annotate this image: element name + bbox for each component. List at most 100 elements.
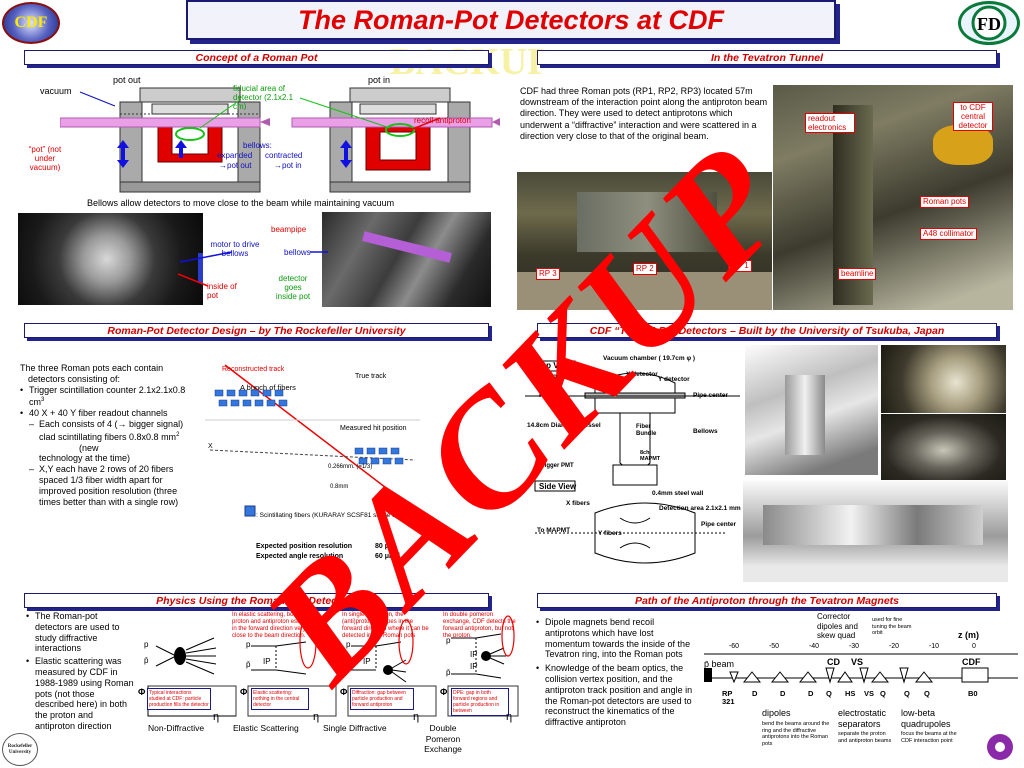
- diagram2-note: In elastic scattering, both the proton a…: [232, 612, 311, 639]
- pipe-center2-label: Pipe center: [701, 521, 737, 528]
- section-rockefeller-title: Roman-Pot Detector Design – by The Rocke…: [107, 324, 406, 337]
- diagram2-p: p: [246, 640, 251, 649]
- magnet-triangle: [729, 671, 739, 684]
- pbar-beam-label: p̄ beam: [704, 659, 735, 669]
- to-mapmt-label: To MAPMT: [537, 527, 571, 534]
- size2-label: 0.8mm: [330, 484, 349, 490]
- path-bullet-1: Dipole magnets bend recoil antiprotons w…: [536, 617, 698, 660]
- cdf-logo: CDF: [2, 2, 60, 44]
- y-detector-label: Y detector: [658, 376, 690, 383]
- magnet-label: RP 321: [722, 689, 735, 706]
- rockefeller-sub-2: X,Y each have 2 rows of 20 fibers spaced…: [29, 464, 195, 507]
- true-track-label: True track: [355, 373, 387, 380]
- crest-icon: [987, 734, 1013, 760]
- diagram4-note: In double pomeron exchange, CDF detects …: [443, 612, 516, 639]
- corrector-note: used for fine tuning the beam orbit: [872, 617, 912, 636]
- z-tick-label: -50: [769, 643, 779, 650]
- magnet-label: Q: [904, 689, 910, 698]
- z-tick-label: -20: [889, 643, 899, 650]
- diagram4-p: p: [446, 636, 451, 645]
- rp1-label: RP 1: [728, 260, 752, 272]
- rockefeller-bullet-1-sup: 3: [41, 397, 45, 404]
- magnet-label: D: [752, 689, 758, 698]
- rockefeller-sub-1-text: Each consists of 4 (→ bigger signal) cla…: [39, 418, 184, 442]
- expanded-label: expanded: [217, 151, 253, 160]
- concept-photo-arrows: [177, 251, 328, 287]
- diameter-label: 14.8cm Diameter Vessel: [527, 422, 601, 429]
- section-concept: Concept of a Roman Pot: [24, 50, 489, 65]
- dipoles-label: dipoles: [762, 708, 791, 718]
- rockefeller-bullet-2: 40 X + 40 Y fiber readout channels Each …: [20, 408, 195, 507]
- rockefeller-logo-text: Rockefeller University: [7, 743, 33, 755]
- z-tick-label: -60: [729, 643, 739, 650]
- section-path-title: Path of the Antiproton through the Tevat…: [634, 594, 900, 607]
- lowbeta-label: low-beta quadrupoles: [901, 708, 951, 729]
- rockefeller-bullet-2-text: 40 X + 40 Y fiber readout channels: [29, 408, 168, 419]
- caption-double-pomeron: Double Pomeron Exchange: [424, 723, 462, 754]
- eta-4: η: [506, 711, 513, 723]
- crest-logo: [982, 730, 1018, 764]
- rockefeller-bullet-1-text: Trigger scintillation counter 2.1x2.1x0.…: [29, 384, 186, 408]
- tokyo-photo-device: [745, 345, 878, 475]
- diagram3-p: p: [346, 640, 351, 649]
- magnet-label: D: [808, 689, 814, 698]
- mapmt-label: 8ch MAPMT: [640, 450, 661, 462]
- side-view-label: Side View: [539, 482, 577, 491]
- magnet-label: Q: [880, 689, 886, 698]
- vacuum-label: vacuum: [40, 86, 72, 96]
- caption-single-diffractive: Single Diffractive: [323, 723, 387, 733]
- fiber-bundle-label: Fiber Bundle: [636, 424, 657, 437]
- arrow-in-label: →pot in: [274, 161, 302, 170]
- magnet-label: D: [780, 689, 786, 698]
- diagram2-box-label: Elastic scattering: nothing in the centr…: [251, 688, 309, 710]
- rockefeller-bullet-1: Trigger scintillation counter 2.1x2.1x0.…: [20, 385, 195, 409]
- z-tick-label: 0: [972, 643, 976, 650]
- measured-label: Measured hit position: [340, 425, 407, 432]
- eta-3: η: [413, 711, 420, 723]
- diagram3-box-label: Diffraction: gap between particle produc…: [350, 688, 414, 710]
- title-box: The Roman-Pot Detectors at CDF: [186, 0, 836, 40]
- phi-3: Φ: [340, 687, 348, 697]
- pipe-center-label: Pipe center: [693, 392, 729, 399]
- tokyo-photo-mid-right: [881, 414, 1006, 480]
- pot-in-label: pot in: [368, 75, 391, 85]
- steel-label: 0.4mm steel wall: [652, 490, 704, 497]
- rockefeller-intro: The three Roman pots each contain detect…: [20, 363, 164, 384]
- z-tick-label: -40: [809, 643, 819, 650]
- diagram2-pbar: p̄: [246, 660, 251, 669]
- bellows-label: bellows:: [243, 141, 272, 150]
- bellows-caption: Bellows allow detectors to move close to…: [87, 198, 395, 208]
- pot-out-label: pot out: [113, 75, 141, 85]
- bellows-tokyo-label: Bellows: [693, 428, 718, 435]
- motor-label: motor to drive bellows: [210, 240, 260, 258]
- section-concept-title: Concept of a Roman Pot: [195, 51, 318, 64]
- detector-goes-label: detector goes inside pot: [275, 274, 311, 301]
- magnet-label: VS: [864, 689, 875, 698]
- exp-pos-value: 80 μm: [375, 543, 396, 550]
- section-rockefeller: Roman-Pot Detector Design – by The Rocke…: [24, 323, 489, 338]
- tokyo-pot-schematic: [525, 353, 740, 583]
- magnet-label: B0: [968, 689, 978, 698]
- x-detector-label: X detector: [626, 371, 658, 378]
- inside-pot-label: inside of pot: [207, 282, 237, 300]
- fd-logo-icon: FD: [971, 5, 1007, 41]
- z-tick-label: -10: [929, 643, 939, 650]
- bellows2-label: bellows: [284, 248, 311, 257]
- fiber-diagram: [205, 360, 420, 565]
- trigger-scint-label: Trigger scintillator: [545, 373, 602, 380]
- physics-bullet-1: The Roman-pot detectors are used to stud…: [26, 611, 134, 654]
- z-tick-label: -30: [849, 643, 859, 650]
- rockefeller-sub-2-text: X,Y each have 2 rows of 20 fibers spaced…: [39, 464, 179, 507]
- diagram3-note: In single diffraction, the (anti)proton …: [342, 612, 429, 639]
- lowbeta-note: focus the beams at the CDF interaction p…: [901, 731, 957, 744]
- rp3-label: RP 3: [536, 268, 560, 280]
- contracted-label: contracted: [265, 151, 303, 160]
- recoil-label: recoil antiproton: [414, 116, 471, 125]
- diagram4-box-label: DPE: gap in both forward regions and par…: [451, 688, 509, 716]
- x-fibers-label: X fibers: [566, 500, 590, 507]
- section-physics: Physics Using the Roman-Pot Detectors: [24, 593, 489, 608]
- physics-bullet-2: Elastic scattering was measured by CDF i…: [26, 656, 134, 732]
- section-tunnel: In the Tevatron Tunnel: [537, 50, 997, 65]
- phi-2: Φ: [240, 687, 248, 697]
- fd-logo: FD: [958, 1, 1020, 45]
